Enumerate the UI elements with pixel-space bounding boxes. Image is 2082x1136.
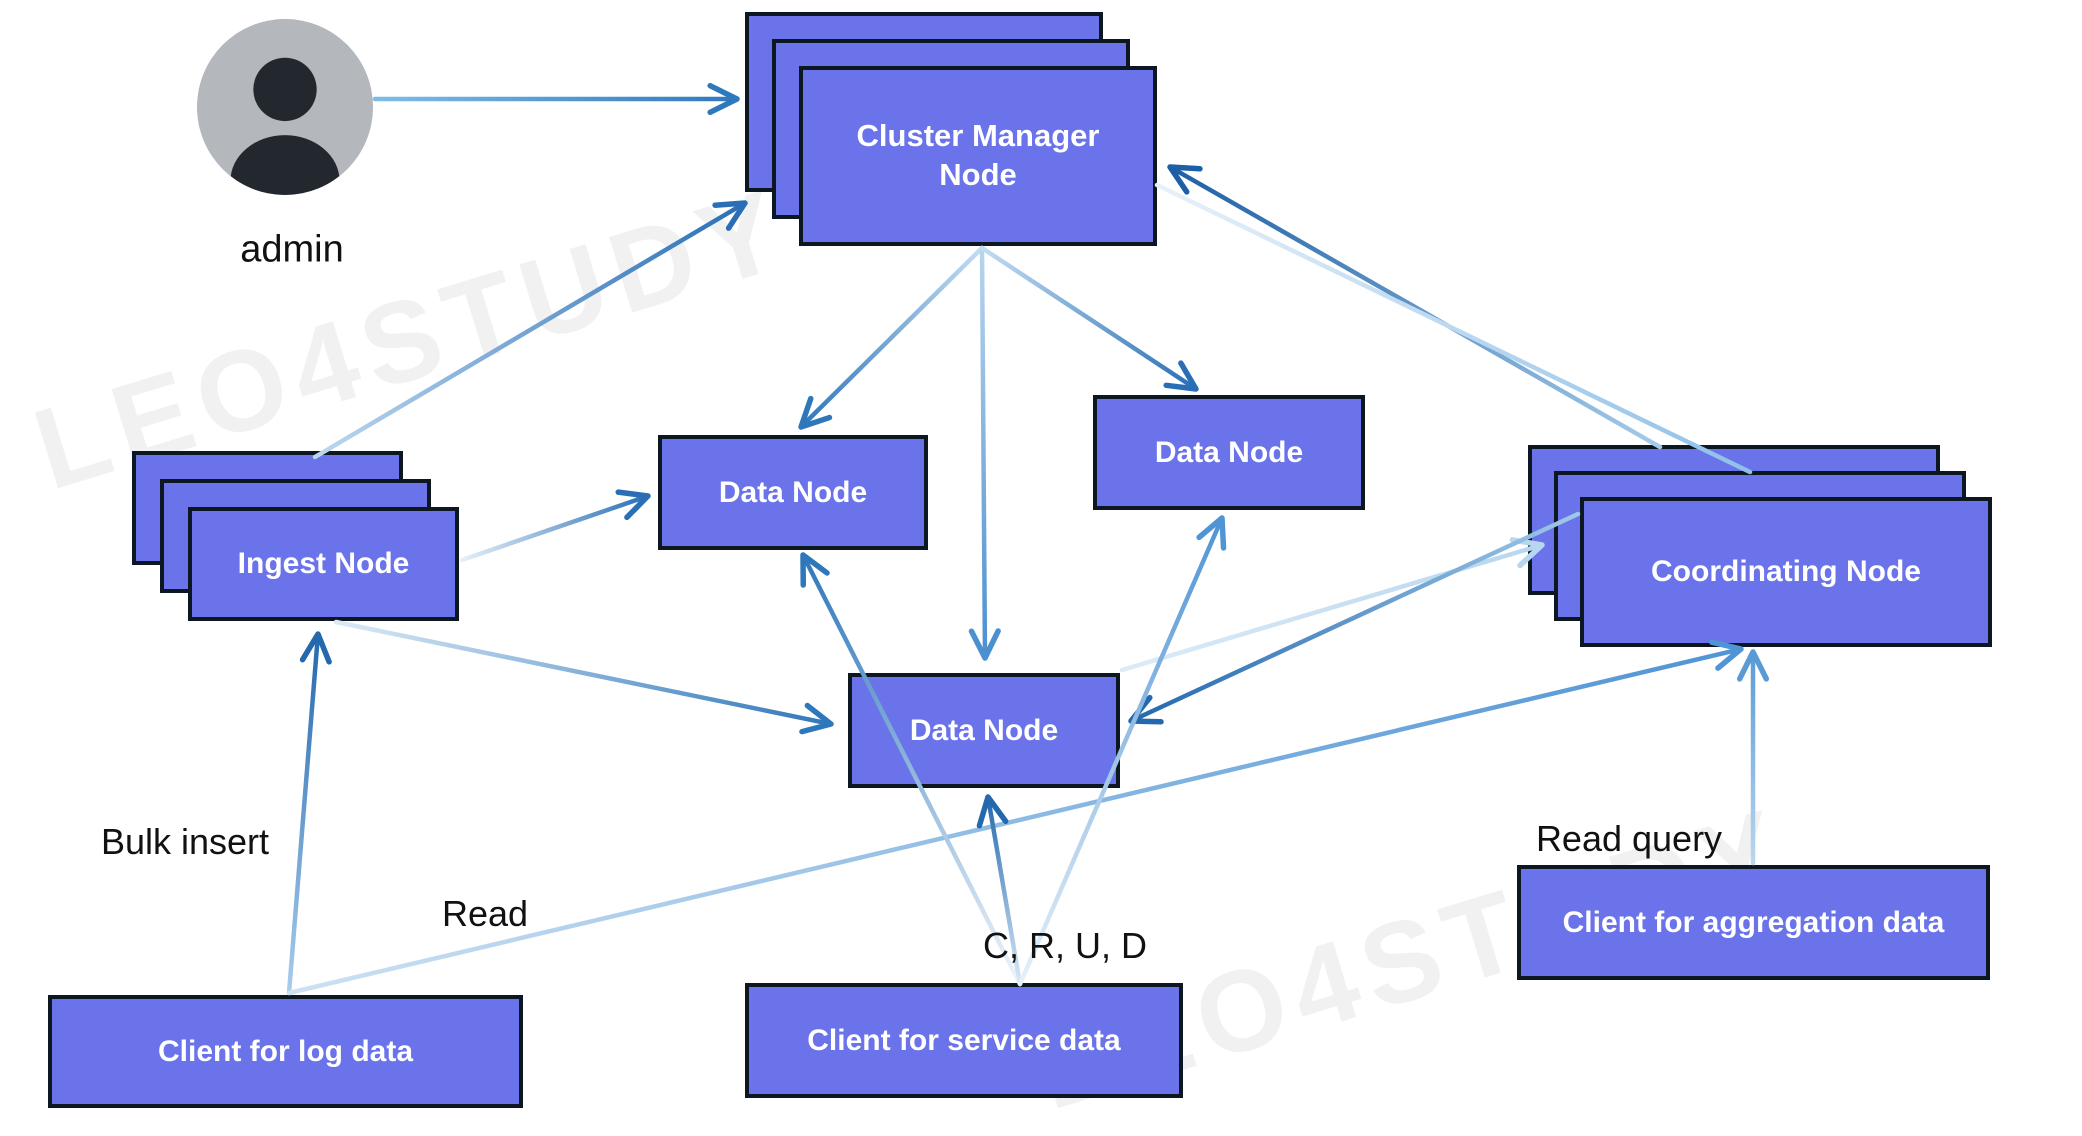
client-aggregation-label: Client for aggregation data <box>1562 905 1945 939</box>
data-node-bottom-label: Data Node <box>909 713 1059 747</box>
data-node-center-label: Data Node <box>718 475 868 509</box>
data-node-right-label: Data Node <box>1154 435 1304 469</box>
person-icon <box>197 19 373 195</box>
coordinating-node-layer-3: Coordinating Node <box>1580 497 1992 647</box>
ingest-node-layer-3: Ingest Node <box>188 507 459 621</box>
admin-label: admin <box>240 228 344 271</box>
client-service: Client for service data <box>745 983 1183 1098</box>
client-log-label: Client for log data <box>158 1034 413 1068</box>
data-node-bottom: Data Node <box>848 673 1120 788</box>
ingest-node-label: Ingest Node <box>237 547 410 581</box>
client-service-label: Client for service data <box>807 1023 1121 1057</box>
coordinating-node-label: Coordinating Node <box>1651 555 1921 589</box>
data-node-center: Data Node <box>658 435 928 550</box>
client-log: Client for log data <box>48 995 523 1108</box>
admin-avatar <box>197 19 373 195</box>
cluster-manager-node-layer-3: Cluster Manager Node <box>799 66 1157 246</box>
client-aggregation: Client for aggregation data <box>1517 865 1990 980</box>
cluster-manager-node-label: Cluster Manager Node <box>856 118 1100 192</box>
data-node-right: Data Node <box>1093 395 1365 510</box>
